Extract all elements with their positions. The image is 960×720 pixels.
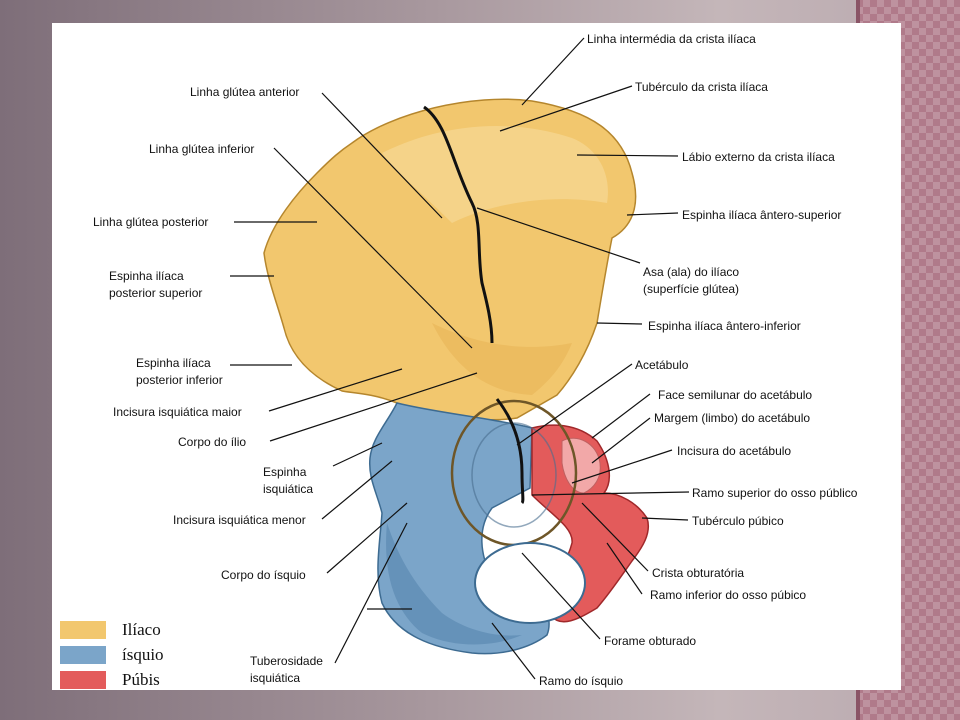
label-espinha-antero-inferior: Espinha ilíaca ântero-inferior bbox=[648, 319, 801, 333]
label-tuberculo-crista: Tubérculo da crista ilíaca bbox=[635, 80, 768, 94]
label-espinha-posterior-superior-1: Espinha ilíaca bbox=[109, 269, 184, 283]
label-ramo-inferior-pubico: Ramo inferior do osso púbico bbox=[650, 588, 807, 602]
label-margem-acetabulo: Margem (limbo) do acetábulo bbox=[654, 411, 811, 425]
legend-item-pubis: Púbis bbox=[60, 670, 220, 693]
label-tuberosidade-1: Tuberosidade bbox=[250, 654, 323, 668]
label-corpo-isquio: Corpo do ísquio bbox=[221, 568, 306, 582]
label-espinha-posterior-superior-2: posterior superior bbox=[109, 286, 203, 300]
iliac-intermediate-line bbox=[423, 105, 494, 344]
ilium-shading-lower bbox=[432, 323, 572, 395]
legend-item-isquio: ísquio bbox=[60, 645, 220, 668]
label-incisura-isquiatica-menor: Incisura isquiática menor bbox=[173, 513, 306, 527]
label-face-semilunar: Face semilunar do acetábulo bbox=[658, 388, 813, 402]
label-espinha-antero-superior: Espinha ilíaca ântero-superior bbox=[682, 208, 842, 222]
label-linha-glutea-posterior: Linha glútea posterior bbox=[93, 215, 209, 229]
legend-swatch-iliaco bbox=[60, 621, 106, 639]
label-linha-intermedia: Linha intermédia da crista ilíaca bbox=[587, 32, 756, 46]
legend-item-iliaco: Ilíaco bbox=[60, 620, 220, 643]
legend-label-isquio: ísquio bbox=[122, 645, 164, 664]
label-ramo-isquio: Ramo do ísquio bbox=[539, 674, 624, 688]
obturator-foramen bbox=[474, 542, 586, 624]
legend-label-pubis: Púbis bbox=[122, 670, 160, 689]
acetabulum-inner bbox=[471, 422, 557, 528]
legend-swatch-isquio bbox=[60, 646, 106, 664]
leader-lines bbox=[230, 37, 690, 680]
label-incisura-isquiatica-maior: Incisura isquiática maior bbox=[113, 405, 242, 419]
label-crista-obturatoria: Crista obturatória bbox=[652, 566, 745, 580]
acetabulum-lunate-face bbox=[561, 437, 601, 494]
anatomy-diagram-panel: Linha intermédia da crista ilíaca Tubérc… bbox=[52, 23, 901, 690]
hip-bone-illustration bbox=[230, 37, 690, 680]
legend-swatch-pubis bbox=[60, 671, 106, 689]
label-tuberculo-pubico: Tubérculo púbico bbox=[692, 514, 784, 528]
label-espinha-isquiatica-1: Espinha bbox=[263, 465, 307, 479]
label-labio-externo: Lábio externo da crista ilíaca bbox=[682, 150, 835, 164]
label-espinha-posterior-inferior-2: posterior inferior bbox=[136, 373, 223, 387]
label-corpo-ilio: Corpo do ílio bbox=[178, 435, 247, 449]
label-linha-glutea-inferior: Linha glútea inferior bbox=[149, 142, 255, 156]
label-asa-ilíaco: Asa (ala) do ilíaco bbox=[643, 265, 740, 279]
label-ramo-superior-pubico: Ramo superior do osso público bbox=[692, 486, 858, 500]
ilium-shading bbox=[382, 126, 608, 223]
label-linha-glutea-anterior: Linha glútea anterior bbox=[190, 85, 300, 99]
label-incisura-acetabulo: Incisura do acetábulo bbox=[677, 444, 792, 458]
label-superficie-glutea: (superfície glútea) bbox=[643, 282, 740, 296]
label-acetabulo: Acetábulo bbox=[635, 358, 689, 372]
legend-label-iliaco: Ilíaco bbox=[122, 620, 161, 639]
acetabulum-notch-line bbox=[495, 398, 525, 505]
label-tuberosidade-2: isquiática bbox=[250, 671, 301, 685]
label-forame-obturado: Forame obturado bbox=[604, 634, 697, 648]
label-espinha-isquiatica-2: isquiática bbox=[263, 482, 314, 496]
label-espinha-posterior-inferior-1: Espinha ilíaca bbox=[136, 356, 211, 370]
ischium-shading bbox=[386, 523, 522, 645]
